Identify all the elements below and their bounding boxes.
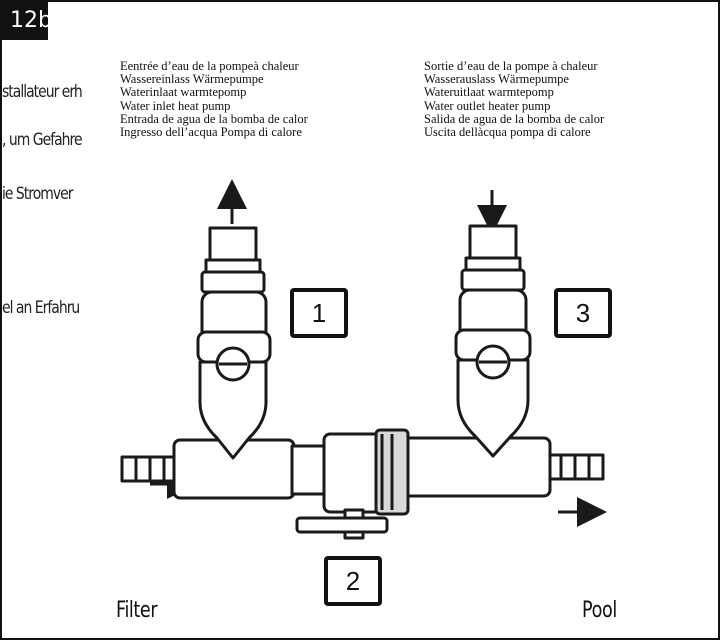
inlet-caption-line: Eentrée d’eau de la pompeà chaleur — [120, 59, 299, 73]
filter-label: Filter — [116, 598, 158, 623]
callout-bypass-valve: 2 — [324, 556, 382, 606]
outlet-caption-line: Sortie d’eau de la pompe à chaleur — [424, 59, 598, 73]
outlet-caption-line: Wateruitlaat warmtepomp — [424, 85, 554, 100]
bleed-text-2: , um Gefahre — [2, 130, 83, 150]
bleed-text-3: ie Stromver — [2, 184, 73, 204]
bypass-valve — [295, 428, 410, 540]
figure-tag: 12b — [2, 2, 52, 40]
filter-hose-connector — [120, 455, 180, 483]
inlet-valve — [196, 226, 272, 460]
inlet-caption-line: Waterinlaat warmtepomp — [120, 85, 247, 100]
callout-outlet-valve: 3 — [554, 288, 612, 338]
bleed-text-4: el an Erfahru — [2, 298, 80, 318]
outlet-caption-line: Water outlet heater pump — [424, 98, 551, 113]
outlet-valve — [454, 224, 532, 458]
inlet-caption-line: Ingresso dell’acqua Pompa di calore — [120, 125, 302, 140]
inlet-caption: Eentrée d’eau de la pompeà chaleur Wasse… — [120, 59, 308, 140]
pool-hose-connector — [545, 453, 605, 481]
callout-inlet-valve: 1 — [290, 288, 348, 338]
bleed-text-1: stallateur erh — [2, 82, 83, 102]
pool-label: Pool — [582, 598, 617, 623]
inlet-caption-line: Wassereinlass Wärmepumpe — [120, 72, 264, 87]
outlet-caption-line: Uscita dellàcqua pompa di calore — [424, 125, 591, 140]
inlet-caption-line: Entrada de agua de la bomba de calor — [120, 111, 308, 126]
inlet-caption-line: Water inlet heat pump — [120, 98, 231, 113]
outlet-caption-line: Salida de agua de la bomba de calor — [424, 111, 605, 126]
outlet-caption: Sortie d’eau de la pompe à chaleur Wasse… — [424, 59, 605, 140]
bypass-valve-handle — [295, 516, 389, 534]
main-pipe-right — [402, 436, 552, 498]
outlet-caption-line: Wasserauslass Wärmepumpe — [424, 72, 569, 87]
